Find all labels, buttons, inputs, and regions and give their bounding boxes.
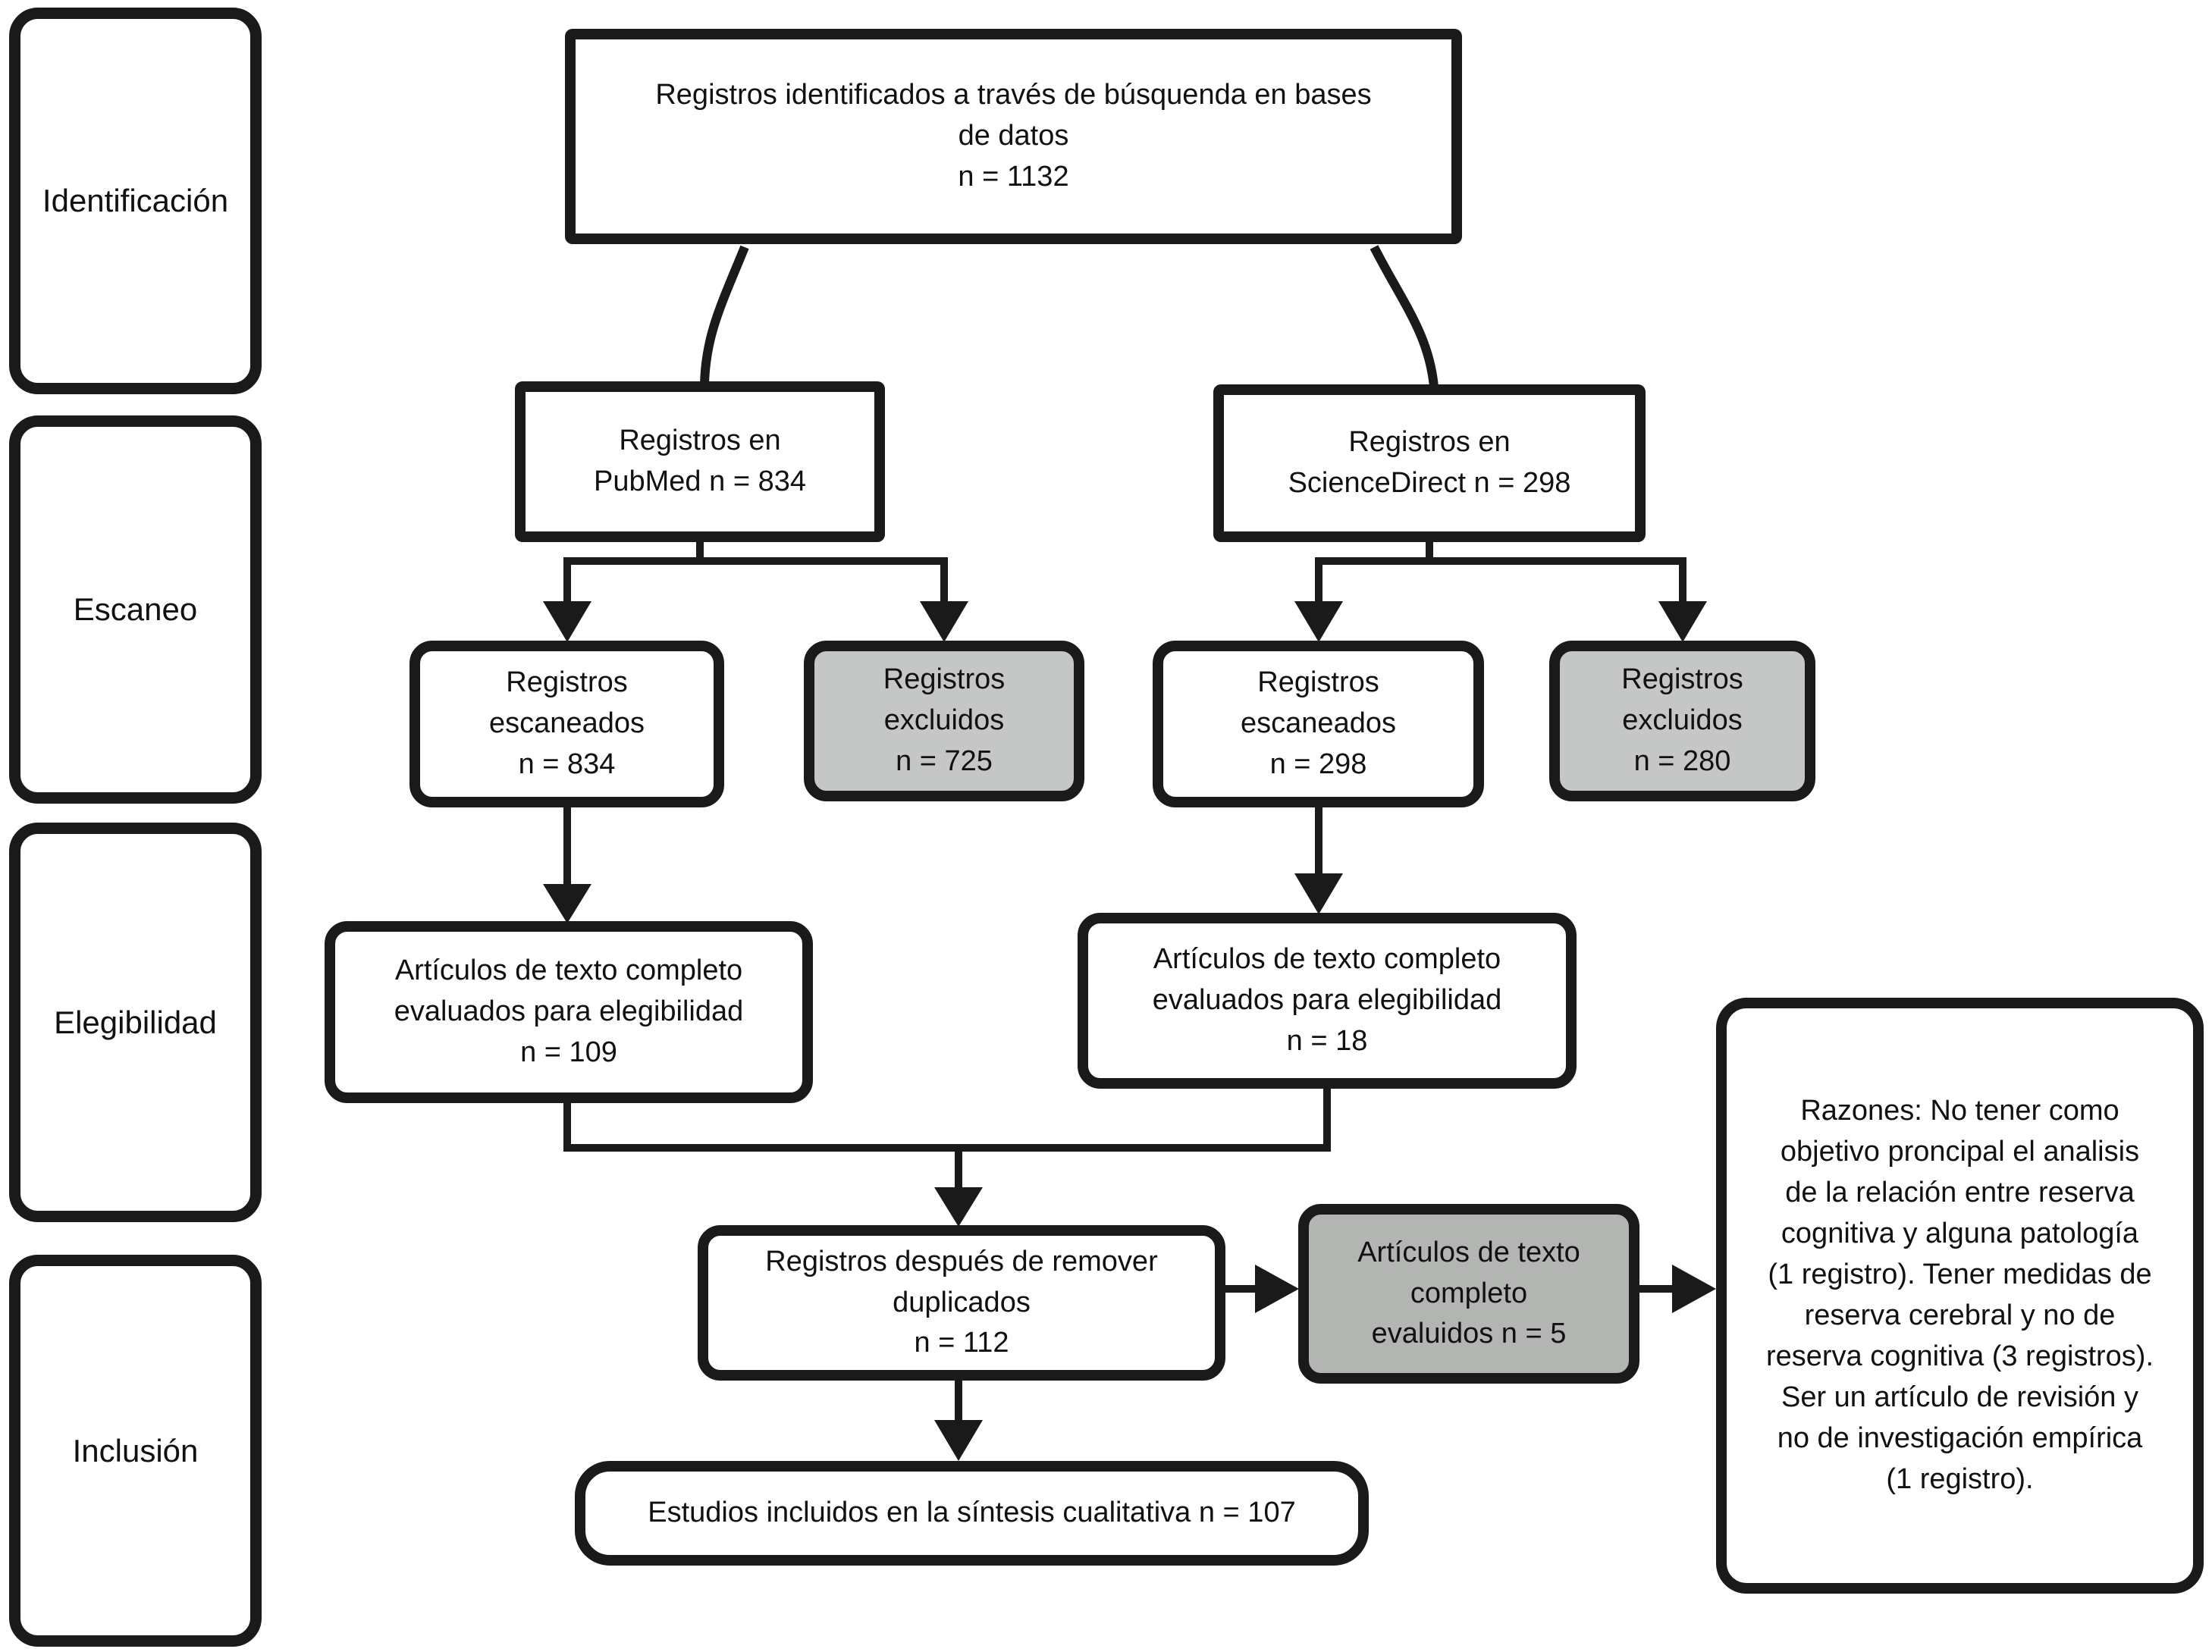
node-excluded-sciencedirect: Registros excluidos n = 280 bbox=[1549, 641, 1815, 801]
stage-box-identificacion: Identificación bbox=[9, 8, 262, 394]
stage-box-inclusion: Inclusión bbox=[9, 1255, 262, 1647]
node-fulltext-pubmed: Artículos de texto completo evaluados pa… bbox=[325, 921, 813, 1103]
curve-top-to-sciencedirect bbox=[1370, 245, 1439, 387]
node-deduplicated-records: Registros después de remover duplicados … bbox=[698, 1225, 1225, 1381]
split-pubmed bbox=[563, 540, 948, 603]
stage-box-elegibilidad: Elegibilidad bbox=[9, 823, 262, 1222]
node-pubmed-records: Registros en PubMed n = 834 bbox=[515, 381, 885, 542]
node-exclusion-reasons: Razones: No tener como objetivo proncipa… bbox=[1716, 998, 2204, 1594]
arrowhead-to-excluded-pubmed bbox=[920, 601, 968, 642]
arrowhead-to-screened-sciencedirect bbox=[1294, 601, 1343, 642]
node-sciencedirect-records: Registros en ScienceDirect n = 298 bbox=[1213, 384, 1646, 542]
node-identified-records: Registros identificados a través de búsq… bbox=[565, 29, 1462, 244]
curve-top-to-pubmed bbox=[700, 245, 749, 384]
stage-box-escaneo: Escaneo bbox=[9, 415, 262, 804]
node-excluded-pubmed: Registros excluidos n = 725 bbox=[804, 641, 1084, 801]
node-screened-pubmed: Registros escaneados n = 834 bbox=[409, 641, 724, 807]
arrowhead-to-screened-pubmed bbox=[543, 601, 591, 642]
node-screened-sciencedirect: Registros escaneados n = 298 bbox=[1153, 641, 1484, 807]
arrowhead-to-excluded-sciencedirect bbox=[1658, 601, 1707, 642]
split-sciencedirect bbox=[1315, 540, 1686, 603]
node-fulltext-sciencedirect: Artículos de texto completo evaluados pa… bbox=[1078, 913, 1577, 1089]
node-fulltext-evaluated-excluded: Artículos de texto completo evaluidos n … bbox=[1298, 1204, 1639, 1384]
join-fulltext-to-deduplicated bbox=[563, 1086, 1331, 1190]
node-included-studies: Estudios incluidos en la síntesis cualit… bbox=[575, 1461, 1369, 1566]
